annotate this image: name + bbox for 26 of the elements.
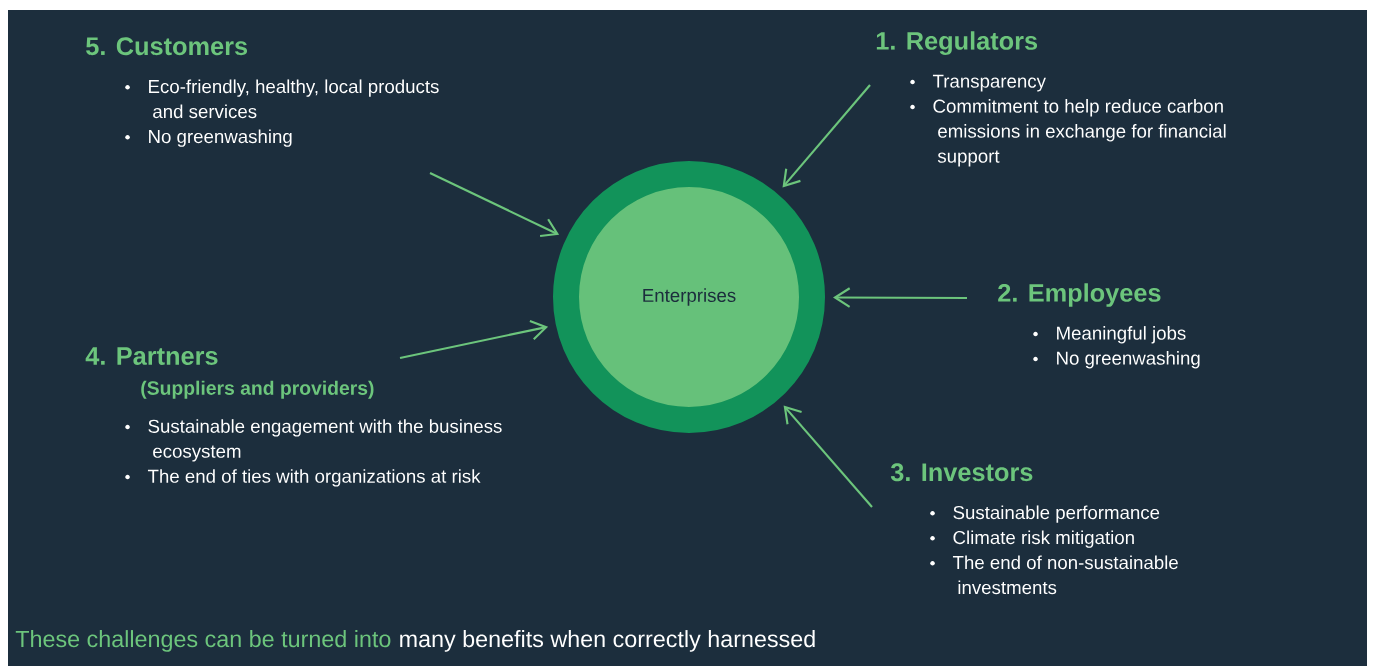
- arrow: [399, 320, 549, 360]
- bullet-item: Sustainable performance: [930, 505, 1160, 523]
- circle-label: Enterprises: [643, 288, 736, 306]
- bullet-item: Eco-friendly, healthy, local products and services: [125, 79, 439, 119]
- group-heading: 5. Customers: [86, 37, 248, 56]
- group-heading: 4. Partners: [85, 347, 218, 365]
- arrow: [783, 405, 873, 508]
- bullet-item: Commitment to help reduce carbon emissions in exchange for financial support: [910, 99, 1226, 167]
- bullet-item: The end of non-sustainable investments: [930, 555, 1178, 595]
- bullet-item: Climate risk mitigation: [930, 530, 1134, 548]
- bullet-item: Meaningful jobs: [1033, 326, 1186, 344]
- group-heading: 3. Investors: [890, 463, 1033, 482]
- arrow: [833, 287, 967, 308]
- group-heading: 1. Regulators: [876, 31, 1038, 55]
- arrow: [429, 172, 560, 238]
- group-subheading: (Suppliers and providers): [141, 380, 374, 399]
- bullet-item: Transparency: [910, 74, 1046, 92]
- enterprise-circle: [553, 161, 825, 433]
- footer-text: These challenges can be turned into: [15, 630, 391, 652]
- group-heading: 2. Employees: [998, 283, 1161, 307]
- footer-text: many benefits when correctly harnessed: [400, 630, 815, 652]
- bullet-item: Sustainable engagement with the business ecosystem: [125, 419, 502, 462]
- bullet-item: The end of ties with organizations at risk: [125, 469, 481, 487]
- arrow: [782, 84, 871, 188]
- bullet-item: No greenwashing: [125, 129, 292, 147]
- bullet-item: No greenwashing: [1033, 351, 1200, 369]
